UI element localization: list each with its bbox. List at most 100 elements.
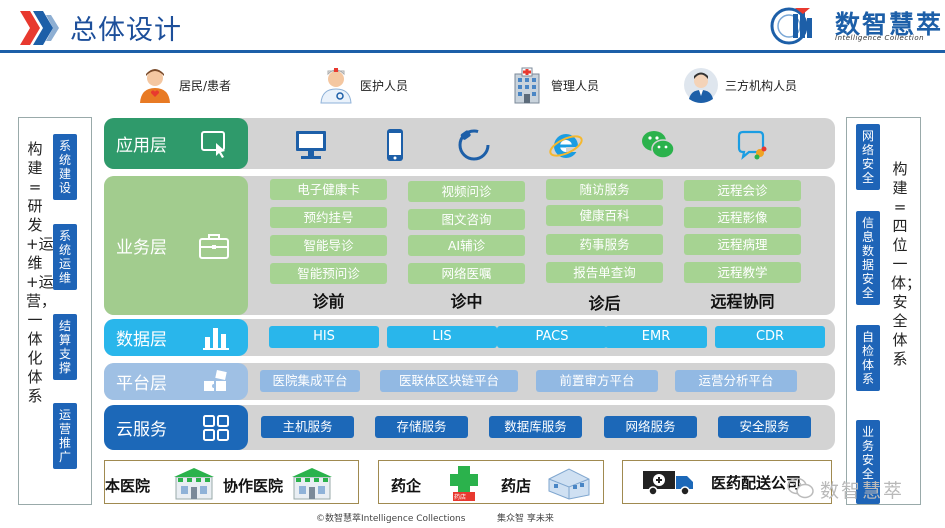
cloud-layer: 云服务 主机服务 存储服务 数据库服务 网络服务 安全服务 (104, 405, 835, 450)
briefcase-icon (199, 233, 229, 259)
data-layer-label: 数据层 (104, 319, 248, 356)
delivery-company-label: 医药配送公司 (711, 474, 802, 492)
pharmacy-sign-text: 药店 (454, 494, 467, 501)
pharmacy-building-icon (548, 468, 590, 500)
business-column-heading: 诊中 (450, 292, 483, 311)
business-item: AI辅诊 (408, 235, 525, 256)
right-tag: 网络安全 (856, 124, 880, 190)
partner-hospital-label: 协作医院 (223, 477, 284, 495)
header-chevron-logo (20, 11, 59, 45)
business-column-heading: 诊后 (588, 294, 621, 313)
layer-title: 数据层 (116, 330, 167, 350)
business-item: 智能导诊 (270, 235, 387, 256)
left-tag: 运营推广 (53, 403, 77, 469)
business-column-heading: 远程协同 (710, 292, 775, 311)
platform-item: 医院集成平台 (260, 370, 360, 392)
business-item: 智能预问诊 (270, 263, 387, 284)
pharma-box: 药企 药店 药店 (378, 460, 604, 504)
business-item: 远程病理 (684, 234, 801, 255)
platform-layer-label: 平台层 (104, 363, 248, 400)
layer-title: 应用层 (116, 136, 167, 156)
wristband-device-icon (458, 129, 490, 161)
header-divider (0, 50, 945, 53)
right-panel-text: 构建=四位一体；安全体系 (891, 160, 922, 368)
user-label: 管理人员 (551, 78, 600, 93)
data-system-item: CDR (715, 326, 825, 348)
business-item: 预约挂号 (270, 207, 387, 228)
bar-chart-icon (203, 327, 229, 350)
business-item: 视频问诊 (408, 181, 525, 202)
delivery-box: 医药配送公司 (622, 460, 832, 504)
business-item: 健康百科 (546, 205, 663, 226)
platform-item: 前置审方平台 (536, 370, 658, 392)
business-item: 图文咨询 (408, 209, 525, 230)
business-item: 电子健康卡 (270, 179, 387, 200)
user-medical-staff: 医护人员 (318, 66, 408, 104)
desktop-computer-icon (296, 131, 326, 159)
grid-apps-icon (203, 414, 229, 441)
app-layer: 应用层 (104, 118, 835, 169)
left-panel-rd-ops: 构建=研发+运维+运营，一体化体系 系统建设 系统运维 结算支撑 运营推广 (18, 117, 92, 505)
data-system-item: PACS (497, 326, 607, 348)
hospital-building-icon (514, 67, 540, 104)
business-layer-label: 业务层 (104, 176, 248, 315)
pharma-company-label: 药企 (391, 477, 422, 495)
puzzle-blocks-icon (204, 369, 227, 391)
platform-item: 医联体区块链平台 (380, 370, 518, 392)
app-layer-label: 应用层 (104, 118, 248, 169)
cloud-service-item: 网络服务 (604, 416, 697, 438)
cloud-service-item: 主机服务 (261, 416, 354, 438)
mobile-phone-icon (387, 129, 403, 161)
data-layer: 数据层 HIS LIS PACS EMR CDR (104, 319, 835, 356)
user-label: 医护人员 (360, 78, 409, 93)
brand-name-en: Intelligence Collection (835, 34, 925, 42)
this-hospital-label: 本医院 (105, 477, 151, 495)
brand-logo-icon (770, 7, 812, 45)
layer-title: 业务层 (116, 238, 167, 258)
nurse-icon (320, 68, 352, 104)
ie-browser-icon (549, 134, 583, 158)
delivery-truck-icon (643, 471, 693, 496)
business-item: 报告单查询 (546, 262, 663, 283)
pharmacy-label: 药店 (501, 477, 532, 495)
wechat-icon (642, 131, 675, 159)
cloud-service-item: 数据库服务 (489, 416, 582, 438)
touch-screen-icon (201, 130, 225, 158)
user-label: 居民/患者 (179, 78, 232, 93)
left-tag: 结算支撑 (53, 314, 77, 380)
right-panel-security: 网络安全 信息数据安全 自检体系 业务安全 构建=四位一体；安全体系 (846, 117, 921, 505)
left-tag: 系统运维 (53, 224, 77, 290)
cloud-service-item: 安全服务 (718, 416, 811, 438)
pharmacy-cross-icon (450, 466, 478, 501)
partner-hospital-icon (292, 468, 332, 500)
third-party-person-icon (684, 68, 718, 103)
platform-layer: 平台层 医院集成平台 医联体区块链平台 前置审方平台 运营分析平台 (104, 363, 835, 400)
layer-title: 云服务 (116, 420, 167, 440)
hospitals-box: 本医院 协作医院 (104, 460, 359, 504)
business-item: 远程会诊 (684, 180, 801, 201)
data-system-item: LIS (387, 326, 497, 348)
chat-bubble-icon (737, 130, 767, 160)
footer-copyright: ©数智慧萃Intelligence Collections (316, 514, 466, 524)
brand-name-cn: 数智慧萃 (835, 10, 944, 39)
data-system-item: EMR (605, 326, 707, 348)
business-item: 远程教学 (684, 262, 801, 283)
business-item: 药事服务 (546, 234, 663, 255)
left-panel-text: 构建=研发+运维+运营，一体化体系 (26, 140, 57, 405)
resident-patient-icon (140, 69, 170, 103)
platform-item: 运营分析平台 (675, 370, 797, 392)
cloud-layer-label: 云服务 (104, 405, 248, 450)
layer-title: 平台层 (116, 374, 167, 394)
business-item: 远程影像 (684, 207, 801, 228)
watermark-text: 数智慧萃 (820, 480, 905, 502)
right-tag: 信息数据安全 (856, 211, 880, 305)
business-layer: 业务层 电子健康卡 预约挂号 智能导诊 智能预问诊 诊前 视频问诊 图文咨询 A… (104, 176, 835, 315)
page-title: 总体设计 (70, 15, 182, 46)
hospital-store-icon (174, 468, 214, 500)
user-resident: 居民/患者 (137, 66, 231, 104)
left-tag: 系统建设 (53, 134, 77, 200)
business-item: 网络医嘱 (408, 263, 525, 284)
business-column-heading: 诊前 (312, 292, 345, 311)
cloud-service-item: 存储服务 (375, 416, 468, 438)
wechat-watermark-icon (787, 477, 814, 499)
